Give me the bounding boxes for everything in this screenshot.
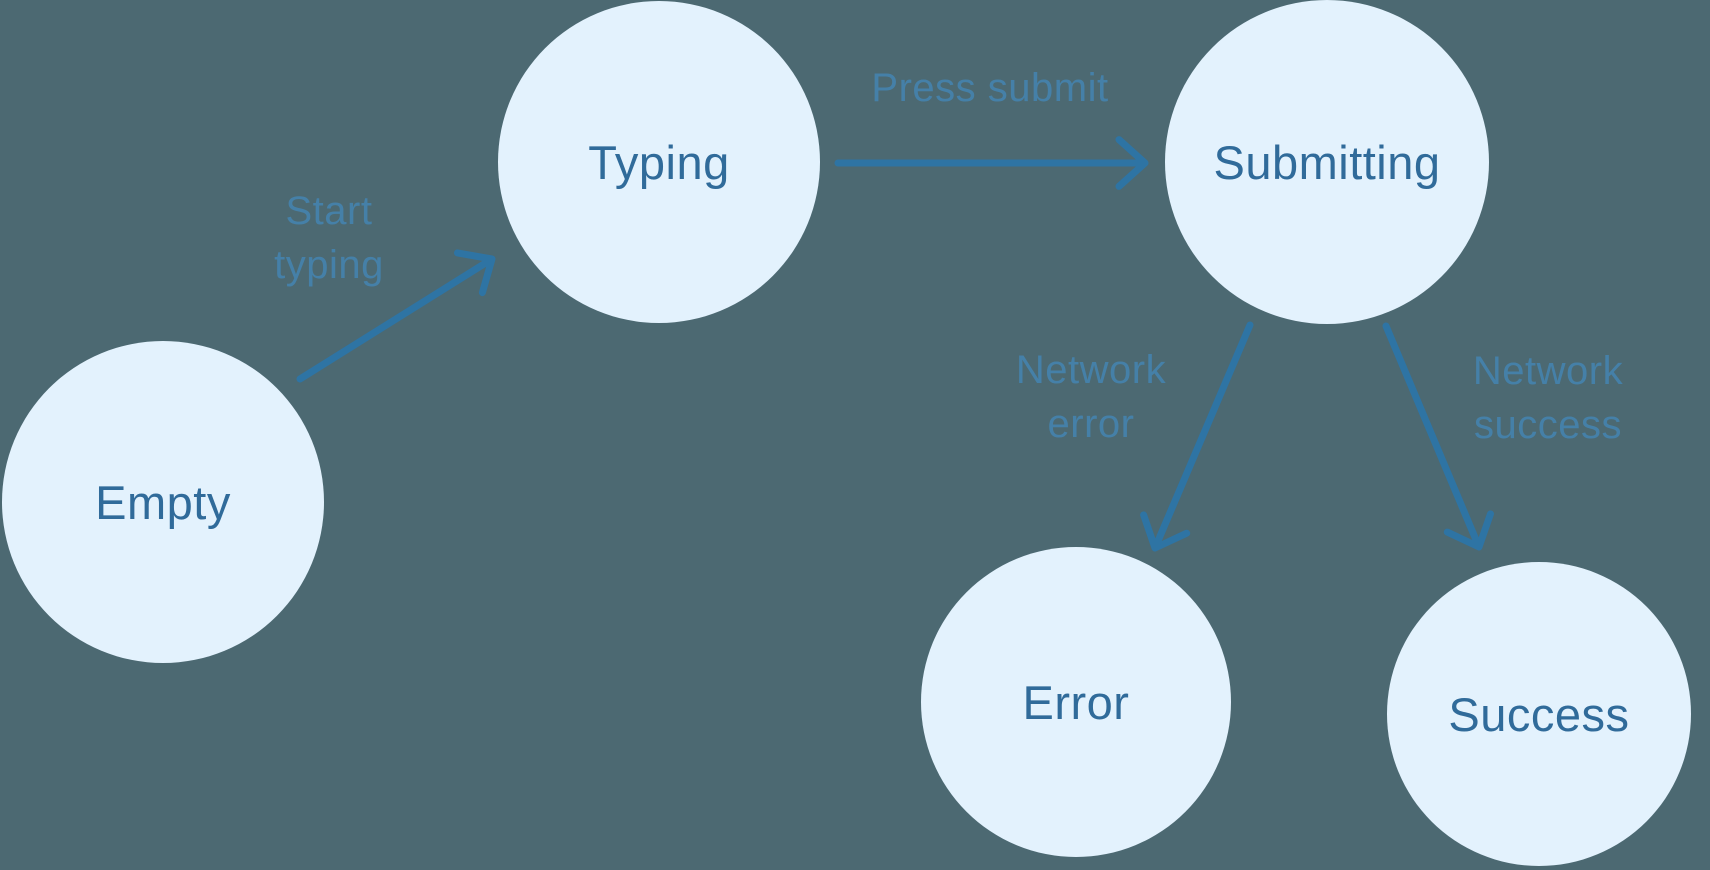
transition-label-network-success: Network success [1472, 349, 1624, 447]
state-label-empty: Empty [95, 475, 231, 529]
state-node-success: Success [1387, 562, 1691, 866]
transition-label-network-error: Network error [1015, 348, 1167, 446]
state-label-error: Error [1022, 675, 1130, 729]
transition-label-start-typing: Start typing [274, 189, 384, 287]
state-node-empty: Empty [2, 341, 324, 663]
state-label-success: Success [1448, 687, 1630, 741]
state-label-typing: Typing [588, 135, 730, 189]
transition-arrow-press-submit [834, 136, 1149, 190]
state-node-submitting: Submitting [1165, 0, 1489, 324]
transition-label-press-submit: Press submit [871, 66, 1109, 110]
state-node-error: Error [921, 547, 1231, 857]
state-node-typing: Typing [498, 1, 820, 323]
state-label-submitting: Submitting [1213, 135, 1441, 189]
